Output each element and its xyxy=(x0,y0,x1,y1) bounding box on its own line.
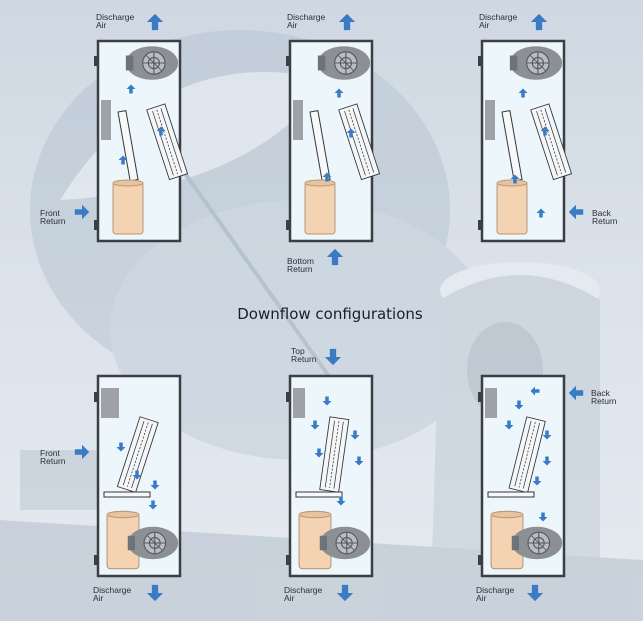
unit-top-front xyxy=(94,39,189,243)
unit-top-bottom xyxy=(286,39,381,243)
unit-bottom-top xyxy=(286,374,374,578)
discharge-up-arrow-2 xyxy=(338,13,356,31)
unit-bottom-back xyxy=(478,374,566,578)
discharge-up-arrow-1 xyxy=(146,13,164,31)
unit-bottom-front xyxy=(94,374,182,578)
unit-top-back xyxy=(478,39,573,243)
back-return-arrow-1 xyxy=(568,204,584,220)
discharge-up-arrow-3 xyxy=(530,13,548,31)
section-title: Downflow configurations xyxy=(237,305,423,323)
